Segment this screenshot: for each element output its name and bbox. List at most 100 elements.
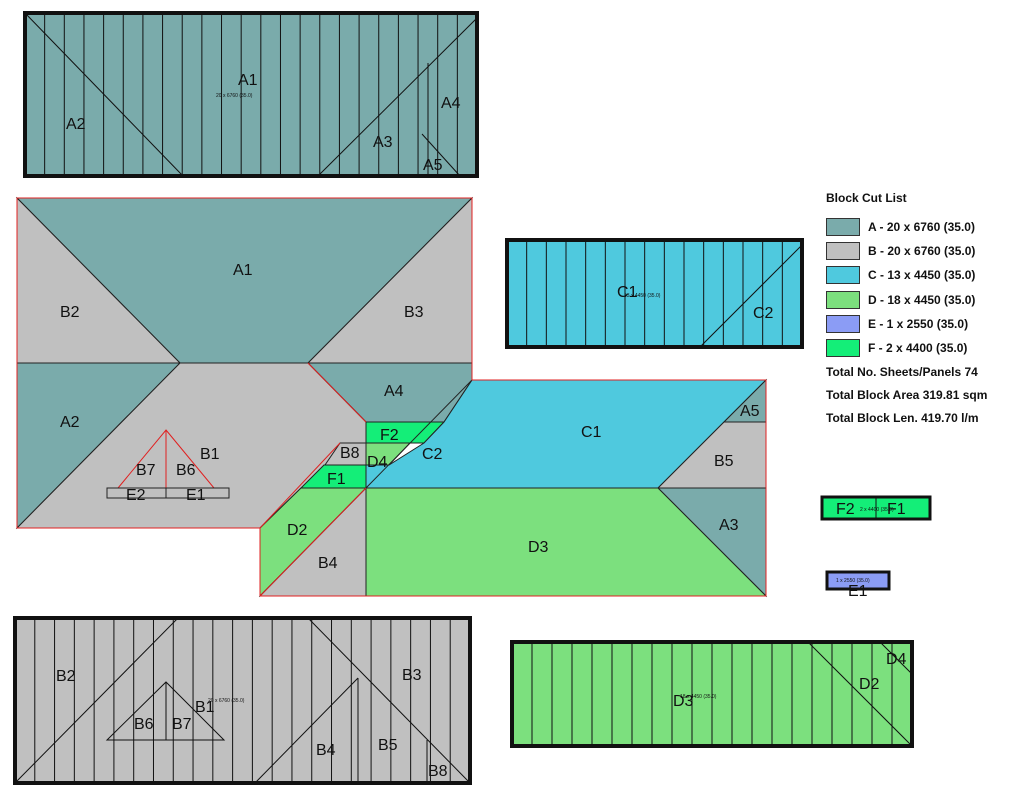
legend-item-c: C - 13 x 4450 (35.0): [826, 265, 1024, 286]
legend-swatch-d: [826, 290, 860, 309]
sheet-d-border: [510, 640, 914, 748]
legend-item-a: A - 20 x 6760 (35.0): [826, 216, 1024, 237]
total-length: Total Block Len. 419.70 l/m: [826, 411, 979, 426]
sheet-f-border: [820, 495, 932, 521]
sheet-f-label-f2: F2: [836, 501, 855, 518]
sheet-b-label-b3: B3: [402, 667, 422, 684]
sheet-a-background: [25, 13, 477, 176]
legend-label-b: B - 20 x 6760 (35.0): [868, 243, 976, 258]
sheet-f: F2 2 x 4400 (35.0) F1: [820, 495, 932, 521]
legend-label-c: C - 13 x 4450 (35.0): [868, 268, 976, 283]
legend-item-f: F - 2 x 4400 (35.0): [826, 338, 1024, 359]
plan-strip-e: [106, 487, 230, 499]
sheet-b-label-b2: B2: [56, 668, 76, 685]
plan-label-e2: E2: [126, 487, 146, 504]
sheet-b: B2 B1 20 x 6760 (35.0) B3 B6 B7 B4 B5 B8: [13, 616, 472, 785]
legend-swatch-e: [826, 315, 860, 334]
sheet-a-label-a3: A3: [373, 134, 393, 151]
sheet-b-label-b5: B5: [378, 737, 398, 754]
sheet-c-label-c1: C1: [617, 284, 638, 301]
sheet-f-note: 2 x 4400 (35.0): [860, 507, 894, 513]
block-cut-list: Block Cut List A - 20 x 6760 (35.0) B - …: [826, 190, 1024, 431]
sheet-d-label-d3: D3: [673, 693, 694, 710]
plan-label-b5: B5: [714, 453, 734, 470]
total-area: Total Block Area 319.81 sqm: [826, 388, 988, 403]
sheet-b-label-b6: B6: [134, 716, 154, 733]
plan-label-d2: D2: [287, 522, 308, 539]
sheet-b-border: [13, 616, 472, 785]
sheet-c-note: 13 x 4450 (35.0): [624, 293, 661, 299]
sheet-c-ribs: [526, 240, 783, 347]
sheet-d: D3 18 x 4450 (35.0) D2 D4: [510, 640, 914, 748]
sheet-a-ribs: [44, 13, 458, 176]
legend-totals: Total No. Sheets/Panels 74 Total Block A…: [826, 362, 1024, 431]
legend-label-f: F - 2 x 4400 (35.0): [868, 341, 968, 356]
plan-label-a2: A2: [60, 414, 80, 431]
sheet-f-label-f1: F1: [887, 501, 906, 518]
sheet-c-label-c2: C2: [753, 305, 774, 322]
sheet-b-ribs: [34, 618, 451, 783]
sheet-a-cut-lines: [24, 12, 478, 177]
plan-label-d4: D4: [367, 454, 388, 471]
sheet-a-label-a5: A5: [423, 157, 443, 174]
plan-label-f1: F1: [327, 471, 346, 488]
plan-outline: [16, 197, 767, 597]
sheet-b-note: 20 x 6760 (35.0): [208, 698, 245, 704]
plan-label-e1: E1: [186, 487, 206, 504]
total-sheets: Total No. Sheets/Panels 74: [826, 365, 978, 380]
plan-label-c1: C1: [581, 424, 602, 441]
plan-label-b7: B7: [136, 462, 156, 479]
sheet-b-background: [15, 618, 470, 783]
sheet-e-label-e1: E1: [848, 583, 868, 600]
sheet-a-label-a4: A4: [441, 95, 461, 112]
legend-swatch-f: [826, 339, 860, 358]
sheet-b-cut-lines: [14, 617, 471, 784]
legend-label-d: D - 18 x 4450 (35.0): [868, 292, 976, 307]
sheet-d-note: 18 x 4450 (35.0): [680, 694, 717, 700]
roof-plan-labels: A1 B2 B3 A2 A4 B1 B7 B6 E2 E1 B8 F2 D4 F…: [60, 262, 760, 572]
plan-label-b4: B4: [318, 555, 338, 572]
plan-label-b1: B1: [200, 446, 220, 463]
legend-item-e: E - 1 x 2550 (35.0): [826, 314, 1024, 335]
sheet-a-label-a1: A1: [238, 72, 258, 89]
plan-label-c2: C2: [422, 446, 443, 463]
legend-swatch-c: [826, 266, 860, 285]
plan-label-b2: B2: [60, 304, 80, 321]
legend-item-d: D - 18 x 4450 (35.0): [826, 289, 1024, 310]
plan-label-f2: F2: [380, 427, 399, 444]
legend-label-e: E - 1 x 2550 (35.0): [868, 317, 969, 332]
plan-label-b6: B6: [176, 462, 196, 479]
sheet-b-label-b1: B1: [195, 699, 215, 716]
sheet-c: C1 13 x 4450 (35.0) C2: [505, 238, 804, 349]
sheet-e: 1 x 2550 (35.0) E1: [825, 570, 891, 600]
plan-label-a1: A1: [233, 262, 253, 279]
sheet-e-note: 1 x 2550 (35.0): [836, 578, 870, 584]
plan-label-b8: B8: [340, 445, 360, 462]
sheet-e-border: [825, 570, 891, 591]
sheet-c-border: [505, 238, 804, 349]
sheet-a-note: 20 x 6760 (35.0): [216, 93, 253, 99]
sheet-b-label-b7: B7: [172, 716, 192, 733]
sheet-e-background: [827, 572, 889, 589]
sheet-d-cut-lines: [807, 641, 913, 747]
plan-label-a4: A4: [384, 383, 404, 400]
legend-swatch-b: [826, 241, 860, 260]
legend-title: Block Cut List: [826, 191, 907, 205]
sheet-a-border: [23, 11, 479, 178]
plan-label-b3: B3: [404, 304, 424, 321]
sheet-a: A1 20 x 6760 (35.0) A2 A3 A4 A5: [23, 11, 479, 178]
sheet-d-label-d2: D2: [859, 676, 880, 693]
sheet-b-label-b8: B8: [428, 763, 448, 780]
legend-label-a: A - 20 x 6760 (35.0): [868, 219, 975, 234]
sheet-d-label-d4: D4: [886, 651, 907, 668]
plan-label-d3: D3: [528, 539, 549, 556]
sheet-d-ribs: [531, 642, 893, 746]
legend-item-b: B - 20 x 6760 (35.0): [826, 240, 1024, 261]
plan-label-a3: A3: [719, 517, 739, 534]
sheet-a-label-a2: A2: [66, 116, 86, 133]
sheet-b-label-b4: B4: [316, 742, 336, 759]
roof-plan: [15, 196, 768, 598]
plan-label-a5: A5: [740, 403, 760, 420]
legend-swatch-a: [826, 217, 860, 236]
